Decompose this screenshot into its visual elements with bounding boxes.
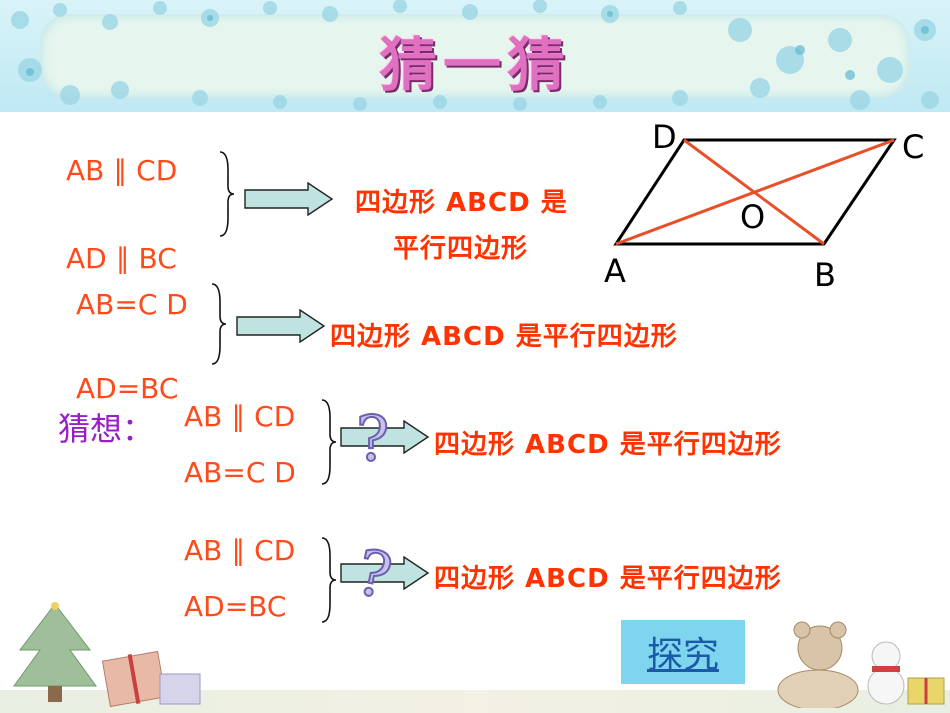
question-mark-icon: ? [355, 402, 390, 470]
block2-condition-1: AB=C D [76, 288, 188, 321]
svg-text:?: ? [356, 402, 389, 470]
block1-condition-1: AB ∥ CD [66, 154, 178, 187]
question-mark-icon: ? [356, 538, 399, 606]
block2-conclusion: 四边形 ABCD 是平行四边形 [330, 322, 678, 352]
title-banner: 猜一猜 [0, 0, 950, 112]
guess-label: 猜想： [58, 410, 155, 448]
point-c-label: C [902, 128, 924, 166]
brace-icon [321, 399, 337, 485]
diagonal-ac [615, 138, 895, 246]
block1-condition-2: AD ∥ BC [66, 242, 177, 275]
block1-conclusion-2: 平行四边形 [393, 234, 529, 264]
arrow-right-icon [236, 309, 326, 343]
gift-box-icon [907, 677, 945, 705]
flower-border-icon [11, 0, 939, 111]
bottom-strip [0, 690, 950, 713]
guess2-conclusion: 四边形 ABCD 是平行四边形 [434, 564, 782, 594]
guess1-condition-2: AB=C D [184, 456, 296, 489]
block2-condition-2: AD=BC [76, 372, 179, 405]
point-o-label: O [740, 198, 765, 236]
guess1-conclusion: 四边形 ABCD 是平行四边形 [434, 430, 782, 460]
arrow-right-icon [244, 182, 334, 216]
brace-icon [321, 537, 337, 623]
block1-conclusion-1: 四边形 ABCD 是 [355, 188, 568, 218]
arrow-right-icon [340, 556, 430, 590]
point-d-label: D [652, 118, 677, 156]
christmas-tree-icon [13, 602, 97, 702]
point-a-label: A [604, 252, 626, 290]
parallelogram-diagram: D C O A B [604, 118, 924, 294]
arrow-right-icon [340, 420, 430, 454]
guess1-condition-1: AB ∥ CD [184, 400, 296, 433]
explore-link[interactable]: 探究 [621, 620, 745, 684]
teddy-bear-icon [777, 621, 859, 708]
guess2-condition-1: AB ∥ CD [184, 534, 296, 567]
brace-icon [219, 151, 235, 237]
svg-text:?: ? [356, 538, 398, 606]
page-title: 猜一猜 [378, 31, 571, 99]
snowman-icon [867, 641, 905, 705]
point-b-label: B [814, 256, 836, 294]
brace-icon [211, 283, 227, 365]
gift-box-icon [101, 650, 201, 708]
guess2-condition-2: AD=BC [184, 590, 287, 623]
